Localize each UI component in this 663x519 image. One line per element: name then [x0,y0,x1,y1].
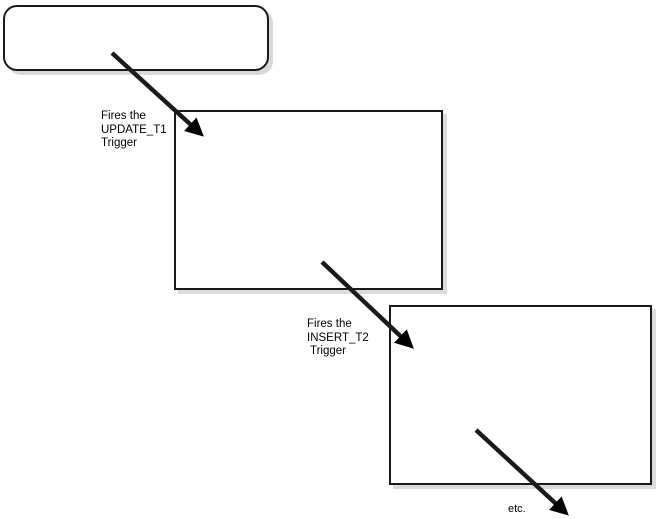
update-t1-trigger-box [174,110,443,290]
caption-fires-insert-t2: Fires the INSERT_T2 Trigger [307,318,369,357]
caption-fires-update-t1: Fires the UPDATE_T1 Trigger [101,110,167,149]
caption-etc: etc. [508,503,526,515]
insert-t2-trigger-box [389,305,652,485]
sql-statement-box [3,5,269,71]
